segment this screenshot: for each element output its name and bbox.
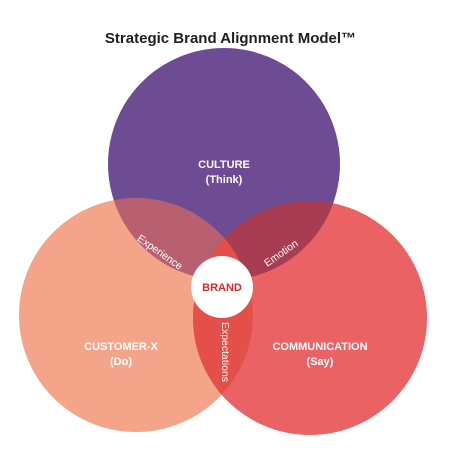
communication-label: COMMUNICATION bbox=[272, 341, 367, 353]
experience-overlap bbox=[108, 198, 253, 280]
culture-sublabel: (Think) bbox=[206, 174, 243, 186]
expectations-label: Expectations bbox=[219, 322, 231, 382]
customer-x-sublabel: (Do) bbox=[110, 356, 132, 368]
emotion-overlap bbox=[193, 201, 340, 280]
brand-label: BRAND bbox=[202, 282, 242, 294]
culture-label: CULTURE bbox=[198, 159, 250, 171]
customer-x-label: CUSTOMER-X bbox=[84, 341, 158, 353]
brand-center-circle bbox=[191, 256, 253, 318]
communication-sublabel: (Say) bbox=[307, 356, 334, 368]
diagram-title: Strategic Brand Alignment Model™ bbox=[104, 30, 357, 47]
